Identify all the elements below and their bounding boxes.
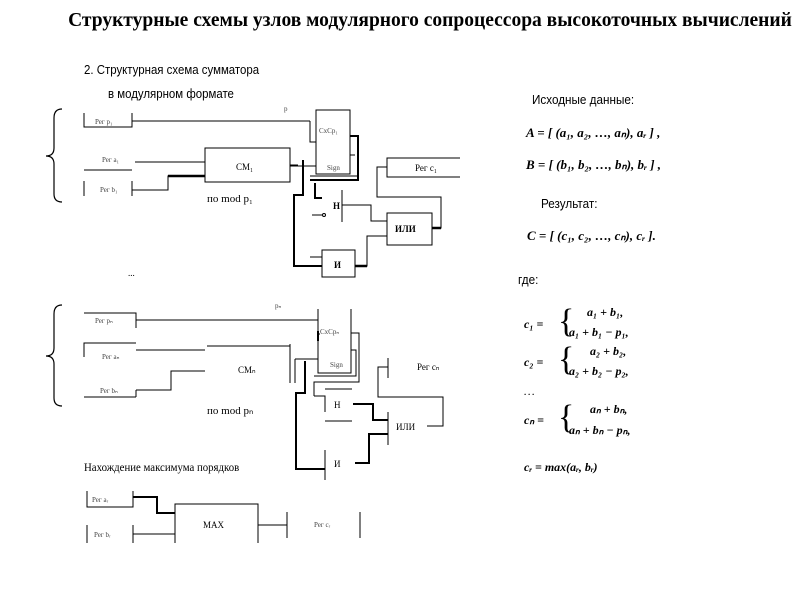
cn-lhs: cₙ = [524,413,544,427]
c1-case-1: a₁ + b₁, [587,305,624,319]
reg-c1-box [386,157,460,178]
reg-cr-label: Рег cᵣ [314,521,331,529]
adder-n-label: СМₙ [238,365,256,375]
or-gate-1-label: ИЛИ [395,224,416,234]
not-gate-n-label: Н [334,400,341,410]
sign-n-label: Sign [330,361,343,369]
and-gate-1 [321,249,356,278]
comparator-block-1 [315,109,351,175]
c1-lhs: c₁ = [524,317,544,331]
where-heading: где: [518,272,539,287]
and-gate-n-label: И [334,459,341,469]
channel-ellipsis: ... [128,268,135,278]
formula-b: B = [ (b₁, b₂, …, bₙ), bᵣ ] , [526,157,662,172]
max-block-label: MAX [203,520,225,530]
max-section-caption: Нахождение максимума порядков [84,460,240,474]
ellipsis: … [524,384,535,398]
input-brace-1 [45,108,63,203]
c2-lhs: c₂ = [524,355,544,369]
reg-bn-label: Рег bₙ [100,387,118,395]
formula-c: C = [ (c₁, c₂, …, cₙ), cᵣ ]. [527,228,656,243]
c2-case-1: a₂ + b₂, [590,344,627,358]
input-brace-n [45,304,63,407]
reg-br-label: Рег bᵣ [94,531,111,539]
input-data-heading: Исходные данные: [532,92,635,107]
or-gate-n-label: ИЛИ [396,422,416,432]
page-title: Структурные схемы узлов модулярного сопр… [68,10,792,31]
c2-case-2: a₂ + b₂ − p₂, [569,364,629,378]
reg-pn-label: Рег pₙ [95,317,113,325]
cr-formula: cᵣ = max(aᵣ, bᵣ) [524,460,598,474]
reg-a1-label: Рег a₁ [102,156,119,164]
adder-1-label: СМ₁ [236,162,253,172]
p-wire-label-1: p [284,105,288,113]
and-gate-1-label: И [334,260,341,270]
not-gate-1-label: Н [333,201,340,211]
c1-case-2: a₁ + b₁ − p₁, [569,325,629,339]
mod-p1-label: по mod p₁ [207,193,253,205]
reg-pn-box [84,312,137,328]
reg-c1-label: Рег c₁ [415,163,437,173]
result-heading: Результат: [541,196,598,211]
subtitle-line-2: в модулярном формате [108,86,234,101]
reg-p1-box [83,113,133,128]
formula-a: A = [ (a₁, a₂, …, aₙ), aᵣ ] , [526,125,661,140]
cn-case-1: aₙ + bₙ, [590,402,628,416]
reg-p1-label: Рег p₁ [95,118,112,126]
comparator-block-n [317,309,352,374]
sign-1-label: Sign [327,164,340,172]
reg-cn-label: Рег cₙ [417,362,440,372]
comparator-1-label: СхСр₁ [319,127,338,135]
reg-ar-label: Рег aᵣ [92,496,109,504]
cn-brace-icon: { [558,399,575,436]
c1-brace-icon: { [558,303,575,340]
reg-b1-label: Рег b₁ [100,186,117,194]
c2-brace-icon: { [558,341,575,378]
comparator-n-label: СхСрₙ [320,328,339,336]
cn-case-2: aₙ + bₙ − pₙ, [569,423,631,437]
subtitle-line-1: 2. Структурная схема сумматора [84,62,260,77]
reg-an-label: Рег aₙ [102,353,120,361]
mod-pn-label: по mod pₙ [207,405,253,417]
p-wire-label-n: pₙ [275,302,282,310]
max-block [174,503,259,543]
